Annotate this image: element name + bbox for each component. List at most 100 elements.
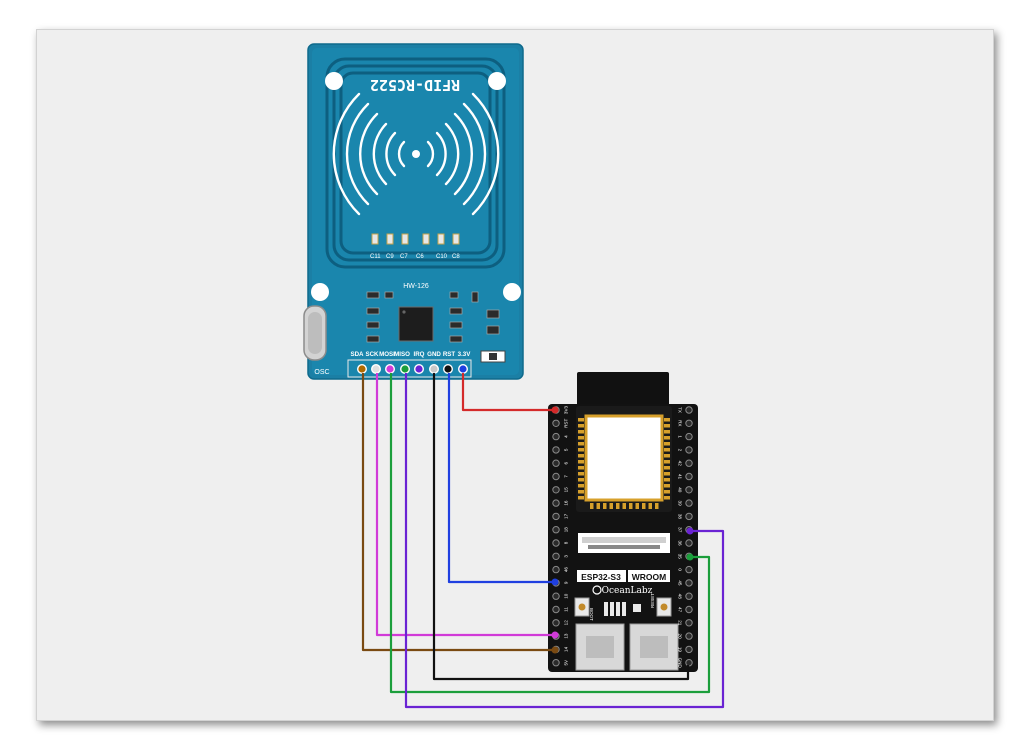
wires (361, 373, 725, 709)
esp32-pin-right-tx[interactable] (685, 406, 693, 414)
esp32-pin-right-36[interactable] (685, 539, 693, 547)
pin-sck (371, 364, 382, 375)
esp32-pin-label: 21 (678, 620, 683, 626)
esp32-pin-label: 5V (564, 659, 569, 666)
esp32-pin-label: RST (564, 419, 569, 428)
esp32-pin-label: 16 (564, 500, 569, 506)
pin-gnd (429, 364, 440, 375)
esp32-pin-right-40[interactable] (685, 486, 693, 494)
esp32-pin-label: 35 (678, 554, 683, 560)
esp32-pin-right-48[interactable] (685, 592, 693, 600)
wire-3v3[interactable] (461, 373, 555, 412)
pin-3v3 (458, 364, 469, 375)
esp32-pin-label: 20 (678, 634, 683, 640)
pin-label-irq: IRQ (413, 351, 424, 358)
esp32-pin-left-46[interactable] (552, 565, 560, 574)
usb-port[interactable] (575, 623, 625, 671)
status-leds (604, 602, 641, 616)
esp32-pin-left-6[interactable] (552, 459, 560, 467)
esp32-pin-right-1[interactable] (685, 432, 693, 441)
esp32-pin-label: 3 (564, 555, 569, 558)
esp32-pin-left-7[interactable] (552, 472, 560, 481)
esp32-pin-label: RX (678, 420, 683, 426)
reset-label: RESET (650, 593, 655, 608)
esp32-board: ESP32-S3 WROOM OceanLabz BOOT RESET 3V3R… (548, 372, 698, 672)
wire-sck[interactable] (375, 373, 555, 637)
brand-label: OceanLabz (602, 586, 653, 596)
esp32-pin-right-38[interactable] (685, 512, 693, 521)
esp32-pin-right-42[interactable] (685, 459, 693, 467)
brand-logo-icon (592, 585, 602, 595)
esp32-pin-left-rst[interactable] (552, 419, 560, 427)
esp32-pin-label: TX (678, 407, 683, 413)
esp32-pin-label: 42 (678, 461, 683, 467)
esp32-pin-right-rx[interactable] (685, 419, 693, 427)
rfid-pins[interactable] (357, 364, 469, 375)
esp32-pin-right-20[interactable] (685, 632, 693, 640)
esp32-pin-right-41[interactable] (685, 472, 693, 481)
esp32-pin-label: 1 (678, 435, 683, 438)
wire-endpoints (551, 406, 694, 654)
module-label: WROOM (632, 572, 666, 582)
esp32-pin-right-2[interactable] (685, 446, 693, 454)
pin-label-miso: MISO (394, 351, 410, 358)
pin-label-gnd: GND (427, 351, 441, 358)
esp32-pin-left-12[interactable] (552, 619, 560, 627)
esp32-pin-left-3[interactable] (552, 552, 560, 560)
usb-port[interactable] (629, 623, 679, 671)
esp32-pin-left-16[interactable] (552, 499, 560, 507)
esp32-pin-label: 37 (678, 527, 683, 533)
esp32-pin-label: 6 (564, 461, 569, 464)
esp32-pin-left-18[interactable] (552, 526, 560, 534)
mount-hole (503, 283, 521, 301)
cap-label: C7 (400, 254, 408, 260)
esp32-pin-right-21[interactable] (685, 619, 693, 627)
esp32-pin-label: 0 (678, 568, 683, 571)
esp32-pin-right-0[interactable] (685, 565, 693, 574)
esp32-pin-label: 17 (564, 513, 569, 519)
esp32-pin-label: 3V3 (564, 405, 569, 414)
esp32-pin-left-15[interactable] (552, 486, 560, 494)
esp32-pin-label: 12 (564, 620, 569, 626)
chip-label: ESP32-S3 (581, 572, 621, 582)
cap-label: C11 (370, 254, 381, 260)
wire-rst[interactable] (447, 373, 555, 584)
esp32-pin-right-39[interactable] (685, 499, 693, 507)
wire-mosi[interactable] (389, 373, 711, 694)
rf-wave-icon (332, 92, 500, 216)
esp32-pin-left-8[interactable] (552, 539, 560, 547)
esp32-pin-right-gnd[interactable] (685, 659, 693, 667)
esp32-pin-left-10[interactable] (552, 592, 560, 600)
esp32-pin-left-17[interactable] (552, 512, 560, 521)
wire-miso[interactable] (404, 373, 725, 709)
wire-sda[interactable] (361, 373, 555, 652)
capacitor-row (371, 233, 460, 245)
pin-rst (443, 364, 454, 375)
rfid-pin-labels: SDA SCK MOSI MISO IRQ GND RST 3.3V (350, 351, 471, 358)
esp32-pin-left-11[interactable] (552, 605, 560, 614)
esp32-pin-right-19[interactable] (685, 645, 693, 654)
cap-label: C9 (386, 254, 394, 260)
esp32-pin-label: 15 (564, 487, 569, 493)
esp32-pin-label: 38 (678, 514, 683, 520)
pin-miso (400, 364, 411, 375)
cap-label: C10 (436, 254, 448, 260)
pin-mosi (385, 364, 396, 375)
esp32-pin-label: 46 (564, 567, 569, 573)
esp32-pin-right-45[interactable] (685, 579, 693, 587)
rfid-board: RFID-RC522 C11 C9 C7 C6 (303, 43, 524, 380)
mount-hole (325, 72, 343, 90)
esp32-pin-left-4[interactable] (552, 432, 560, 441)
esp32-pin-label: 11 (564, 607, 569, 612)
pin-label-mosi: MOSI (379, 351, 395, 358)
esp32-pin-left-5[interactable] (552, 446, 560, 454)
smd-components (366, 291, 500, 343)
esp32-pin-label: 45 (678, 580, 683, 586)
mount-hole (311, 283, 329, 301)
esp32-pin-label: 18 (564, 527, 569, 533)
wire-gnd[interactable] (432, 373, 690, 681)
esp32-pin-left-5v[interactable] (552, 659, 560, 667)
pin-label-sck: SCK (365, 351, 379, 358)
esp32-pin-right-47[interactable] (685, 605, 693, 614)
